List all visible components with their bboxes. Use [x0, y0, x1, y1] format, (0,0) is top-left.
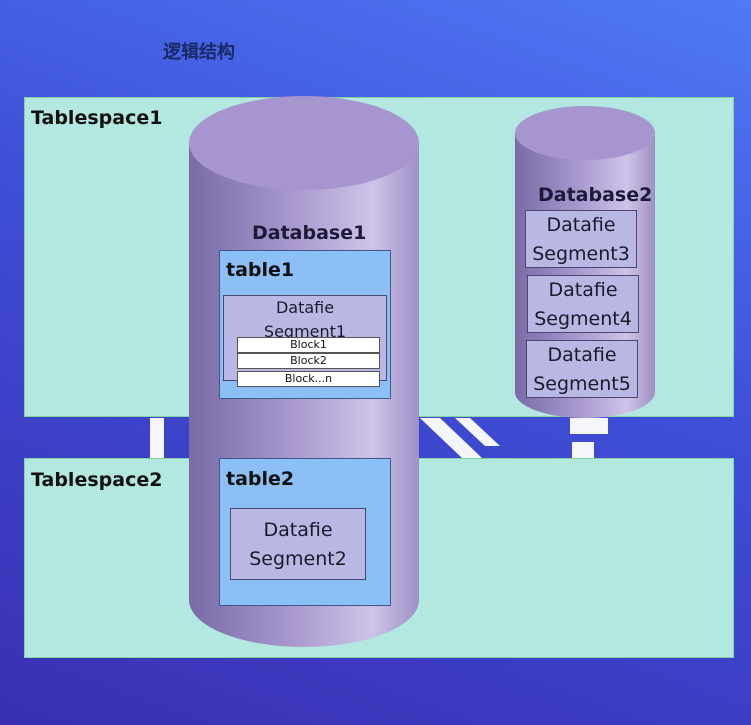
database1-label: Database1	[252, 222, 367, 244]
segment5-box: Datafie Segment5	[526, 340, 638, 398]
segment1-datafile-text: Datafie	[275, 298, 335, 317]
diagram-title: 逻辑结构	[163, 42, 235, 63]
database2-label: Database2	[538, 184, 653, 206]
segment4-name-text: Segment4	[534, 308, 632, 330]
segment3-name-text: Segment3	[532, 243, 630, 265]
tablespace1-label: Tablespace1	[31, 107, 163, 129]
table1-label: table1	[226, 259, 295, 281]
segment4-datafile-text: Datafie	[548, 279, 618, 301]
segment1-name-text: Segment1	[263, 322, 347, 341]
segment2-name-text: Segment2	[249, 548, 347, 570]
tablespace2-label: Tablespace2	[31, 469, 163, 491]
block2: Block2	[237, 353, 380, 369]
segment3-datafile-text: Datafie	[546, 214, 616, 236]
segment5-name-text: Segment5	[533, 373, 631, 395]
segment2-datafile-text: Datafie	[263, 519, 333, 541]
segment5-datafile-text: Datafie	[547, 344, 617, 366]
segment2-box: Datafie Segment2	[230, 508, 366, 580]
segment4-box: Datafie Segment4	[527, 275, 639, 333]
block1: Block1	[237, 337, 380, 353]
block-n: Block...n	[237, 371, 380, 387]
table2-label: table2	[226, 468, 295, 490]
segment3-box: Datafie Segment3	[525, 210, 637, 268]
